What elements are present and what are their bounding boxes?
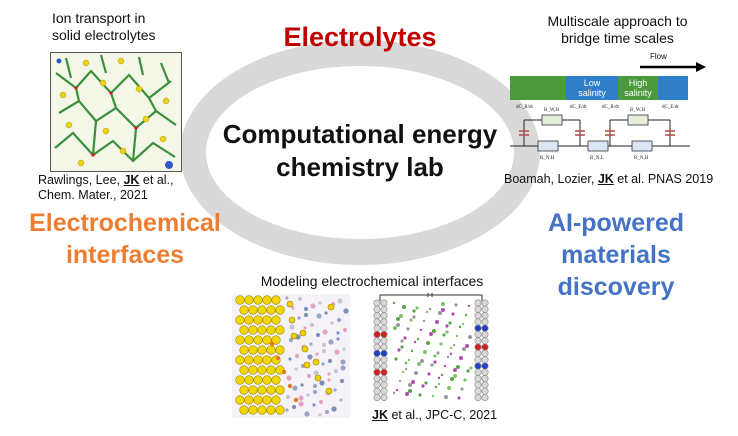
cite-author-jk: JK <box>372 408 388 422</box>
circuit-label-top-3: dC_E/dt <box>570 105 587 110</box>
circuit-label-bottom-2: R_N,L <box>590 156 604 161</box>
high-label-1: High <box>628 78 648 88</box>
circuit-label-bottom-1: R_N,H <box>540 156 555 161</box>
solid-electrolyte-caption: Ion transport in solid electrolytes <box>52 10 212 44</box>
theme-ai-materials-discovery: AI-powered materials discovery <box>500 207 732 303</box>
lab-title: Computational energy chemistry lab <box>195 118 525 184</box>
solid-electrolyte-structure-image <box>50 52 182 172</box>
solid-electrolyte-citation: Rawlings, Lee, JK et al., Chem. Mater., … <box>38 173 213 203</box>
circuit-label-top-4: dC_R/dt <box>602 105 620 110</box>
circuit-label-top-2: R_W,H <box>544 108 559 113</box>
lab-title-line2: chemistry lab <box>276 152 444 182</box>
theme-ai-line1: AI-powered <box>547 209 685 237</box>
cite-journal: et al. PNAS 2019 <box>613 172 714 186</box>
theme-electrochemical-interfaces: Electrochemical interfaces <box>10 207 240 271</box>
cite-author-jk: JK <box>123 173 140 187</box>
interface-snapshot-image <box>232 294 350 418</box>
circuit-diagram: dC_R/dt R_W,H dC_E/dt dC_R/dt R_W,H dC_E… <box>510 102 690 168</box>
multiscale-caption-line2: bridge time scales <box>561 30 674 46</box>
theme-interfaces-line1: Electrochemical <box>29 209 221 237</box>
interfaces-citation: JK et al., JPC-C, 2021 <box>372 408 522 423</box>
cite-author-jk: JK <box>597 172 614 186</box>
theme-electrolytes: Electrolytes <box>283 22 437 52</box>
theme-interfaces-line2: interfaces <box>65 241 185 269</box>
low-label-1: Low <box>583 78 601 88</box>
high-label-2: salinity <box>624 88 652 98</box>
circuit-label-bottom-3: R_N,H <box>634 156 649 161</box>
interfaces-caption: Modeling electrochemical interfaces <box>260 273 484 289</box>
theme-ai-line2: materials discovery <box>557 241 675 301</box>
multiscale-caption-line1: Multiscale approach to <box>547 13 688 29</box>
multiscale-citation: Boamah, Lozier, JK et al. PNAS 2019 <box>504 172 734 187</box>
salinity-seg-blue <box>658 76 688 100</box>
solid-electrolyte-citation-line1: Rawlings, Lee, JK et al., <box>38 173 213 188</box>
low-label-2: salinity <box>578 88 606 98</box>
flow-indicator: Flow <box>640 52 706 72</box>
circuit-label-top-5: R_W,H <box>630 108 645 113</box>
cite-journal: et al., JPC-C, 2021 <box>387 408 498 422</box>
cite-journal: Chem. Mater., 2021 <box>38 188 148 202</box>
cite-authors: Boamah, Lozier, <box>504 172 598 186</box>
lab-title-line1: Computational energy <box>222 119 498 149</box>
multiscale-caption: Multiscale approach to bridge time scale… <box>515 13 720 47</box>
circuit-label-top-1: dC_R/dt <box>516 105 534 110</box>
capacitor-simulation-image <box>372 293 490 403</box>
circuit-label-top-6: dC_E/dt <box>662 105 679 110</box>
flow-label: Flow <box>650 52 667 61</box>
cite-etal: et al., <box>139 173 174 187</box>
salinity-seg-green <box>510 76 566 100</box>
solid-electrolyte-caption-line2: solid electrolytes <box>52 27 156 43</box>
solid-electrolyte-caption-line1: Ion transport in <box>52 10 146 26</box>
cite-authors: Rawlings, Lee, <box>38 173 124 187</box>
